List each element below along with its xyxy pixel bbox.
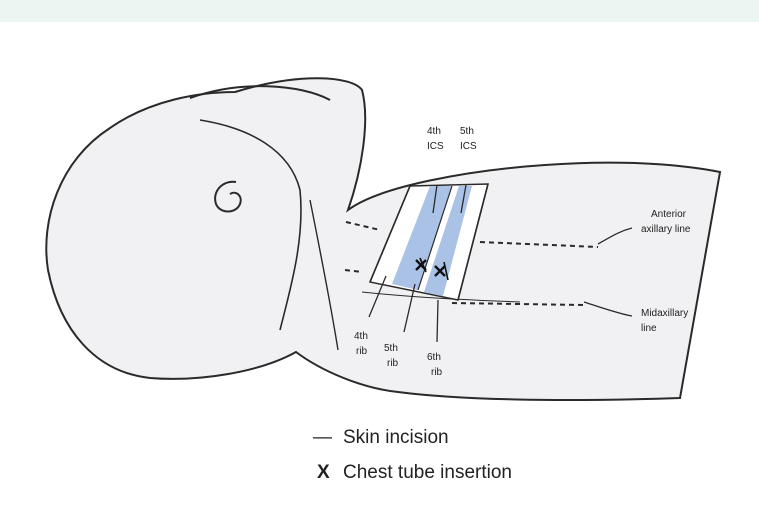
label-4th-ics: 4th ICS	[427, 126, 444, 152]
watermark-band	[0, 0, 759, 22]
legend-tube-label: Chest tube insertion	[343, 462, 512, 483]
legend: — Skin incision X Chest tube insertion	[313, 427, 512, 483]
legend-incision-label: Skin incision	[343, 427, 449, 448]
legend-incision-symbol: —	[313, 427, 332, 448]
label-5th-ics: 5th ICS	[460, 126, 477, 152]
legend-tube-symbol: X	[317, 462, 330, 483]
